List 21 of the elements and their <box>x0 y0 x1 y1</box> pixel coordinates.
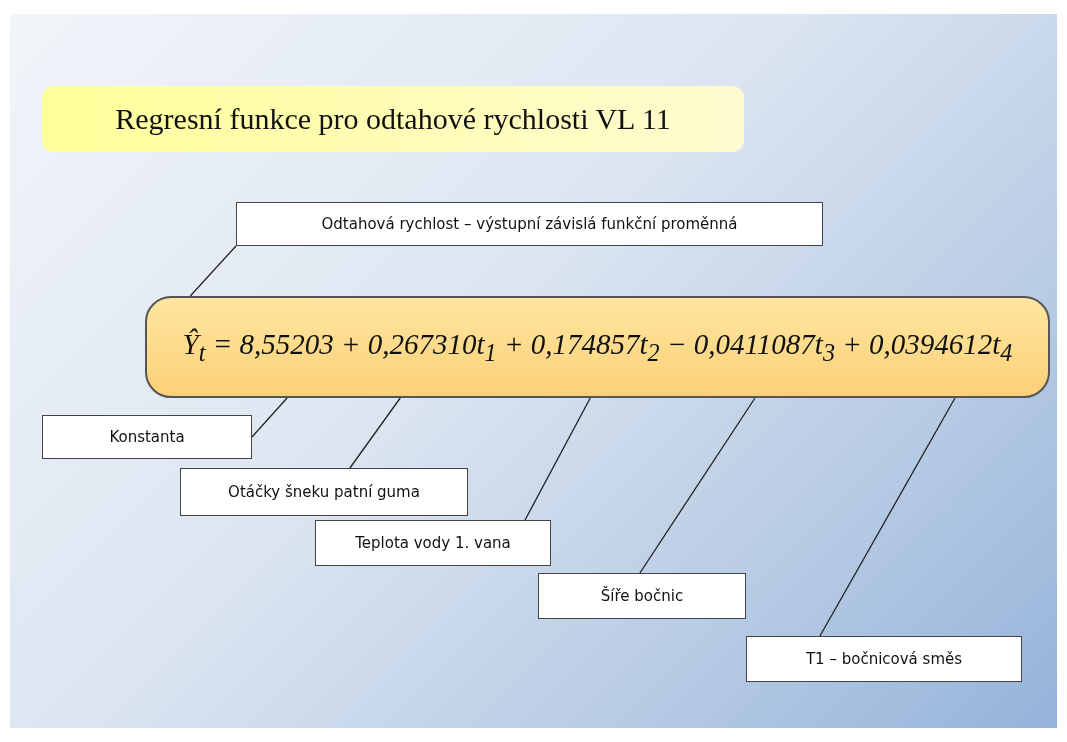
callout-text: T1 – bočnicová směs <box>805 650 963 668</box>
leader-line <box>639 397 756 574</box>
leader-line <box>819 397 956 637</box>
callout-box <box>315 520 551 566</box>
formula-box <box>145 296 1050 398</box>
callout-text: Šíře bočnic <box>600 587 684 605</box>
leader-line <box>349 397 401 469</box>
callout-box <box>236 202 823 246</box>
callout-box <box>538 573 746 619</box>
callout-text: Otáčky šneku patní guma <box>228 483 420 501</box>
callout-text: Odtahová rychlost – výstupní závislá funkční proměnná <box>321 215 738 233</box>
callout-box <box>180 468 468 516</box>
callout-box <box>42 415 252 459</box>
leader-line <box>251 397 288 438</box>
callout-box <box>746 636 1022 682</box>
title-banner: Regresní funkce pro odtahové rychlosti VL 11 <box>42 86 744 152</box>
leader-line <box>524 397 591 521</box>
leader-line <box>189 245 237 297</box>
regression-formula: Ŷ$_{t}$ = 8,55203 + 0,267310t$_{1}$ + 0,174857t$_{2}$ − 0,0411087t$_{3}$ + 0,0394612t$_{4}$ <box>182 327 1013 367</box>
callout-text: Konstanta <box>109 428 185 446</box>
callout-text: Teplota vody 1. vana <box>355 534 511 552</box>
